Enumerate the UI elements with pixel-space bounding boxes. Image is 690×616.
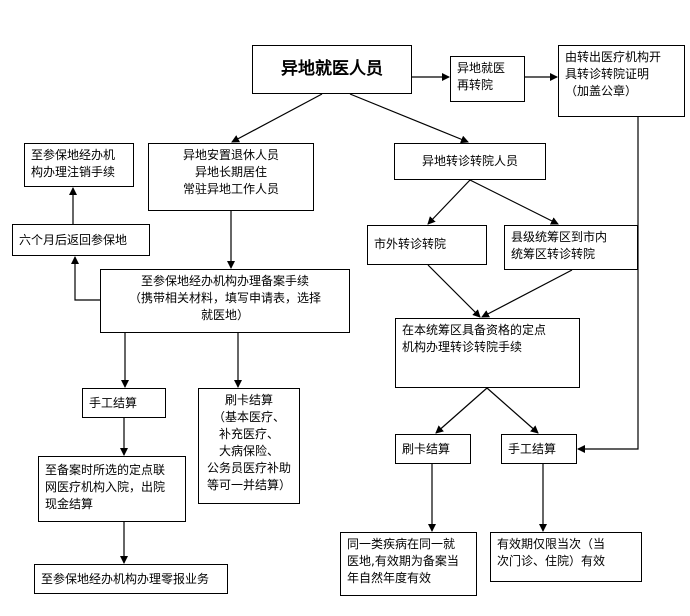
arrow-cert-to-manual-right [577, 117, 639, 453]
node-cancel: 至参保地经办机 构办理注销手续 [24, 143, 134, 187]
node-return: 六个月后返回参保地 [12, 224, 150, 256]
node-manual-left: 手工结算 [82, 388, 166, 418]
arrow-outside-to-local [427, 264, 481, 318]
node-local-institution: 在本统筹区具备资格的定点 机构办理转诊转院手续 [395, 318, 580, 388]
arrow-root-to-transfer [349, 93, 469, 144]
node-reimburse: 至参保地经办机构办理零报业务 [34, 564, 228, 594]
arrow-transfer-to-county [469, 179, 559, 225]
node-filing: 至参保地经办机构办理备案手续 （携带相关材料，填写申请表，选择 就医地） [100, 269, 350, 333]
node-retirees: 异地安置退休人员 异地长期居住 常驻异地工作人员 [148, 143, 314, 211]
node-outside-city: 市外转诊转院 [367, 225, 487, 265]
node-manual-right: 手工结算 [501, 434, 577, 464]
node-county-city: 县级统筹区到市内 统筹区转诊转院 [504, 225, 638, 270]
arrow-local-to-manual-right [486, 387, 539, 434]
node-card-left: 刷卡结算 （基本医疗、 补充医疗、 大病保险、 公务员医疗补助 等可一并结算） [198, 388, 300, 504]
node-card-right: 刷卡结算 [395, 434, 471, 464]
arrow-root-to-retirees [231, 93, 323, 143]
node-validity: 有效期仅限当次（当 次门诊、住院）有效 [490, 532, 642, 582]
node-certificate: 由转出医疗机构开 具转诊转院证明 （加盖公章） [558, 45, 685, 117]
arrow-local-to-card-right [435, 387, 488, 434]
arrow-county-to-local [481, 269, 573, 318]
arrow-filing-to-return [71, 256, 100, 301]
node-same-disease: 同一类疾病在同一就 医地,有效期为备案当 年自然年度有效 [340, 532, 477, 596]
node-transfer-people: 异地转诊转院人员 [394, 143, 546, 180]
arrow-transfer-to-outside [427, 179, 471, 225]
node-remote-transfer: 异地就医 再转院 [450, 56, 525, 102]
node-root: 异地就医人员 [252, 45, 412, 94]
node-hospital: 至备案时所选的定点联 网医疗机构入院，出院 现金结算 [38, 456, 186, 522]
